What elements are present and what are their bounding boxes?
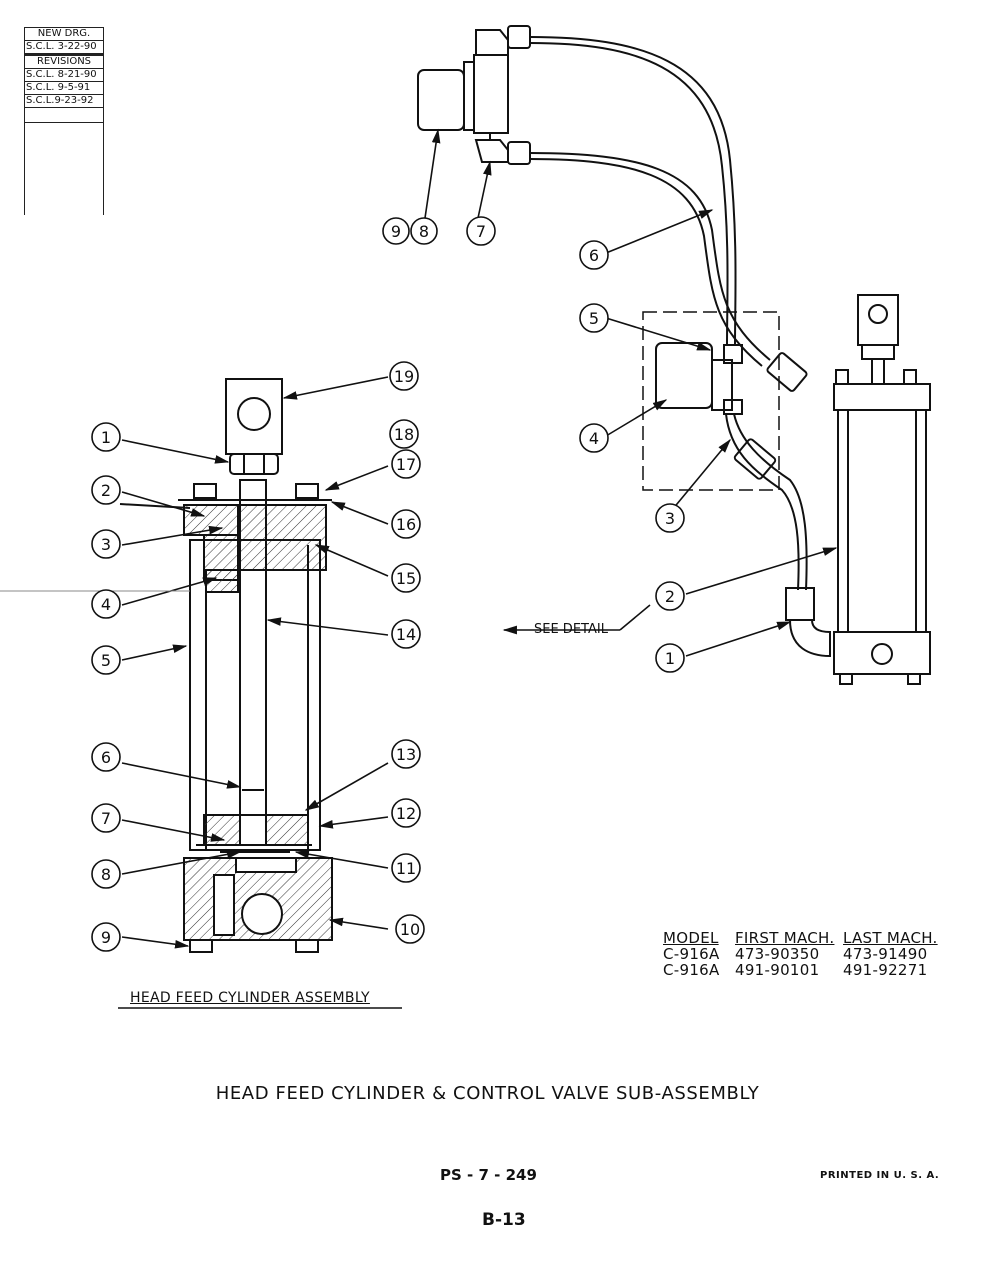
callout-9: 9: [391, 222, 401, 241]
callout-3: 3: [665, 509, 675, 528]
cell-last-mach: 473-91490: [843, 945, 928, 963]
callout-13: 13: [396, 745, 416, 764]
callout-9: 9: [101, 928, 111, 947]
printed-note: PRINTED IN U. S. A.: [820, 1170, 940, 1181]
callout-1: 1: [101, 428, 111, 447]
callout-17: 17: [396, 455, 416, 474]
callout-15: 15: [396, 569, 416, 588]
new-drawing-label: NEW DRG.: [25, 27, 103, 41]
revision-entry: S.C.L.9-23-92: [25, 95, 103, 108]
page-code: PS - 7 - 249: [440, 1166, 537, 1184]
cell-first-mach: 491-90101: [735, 961, 820, 979]
main-title: HEAD FEED CYLINDER & CONTROL VALVE SUB-A…: [215, 1083, 760, 1104]
revision-entry: S.C.L. 8-21-90: [25, 69, 103, 82]
header-last-mach: LAST MACH.: [843, 929, 938, 947]
assembly-subtitle: HEAD FEED CYLINDER ASSEMBLY: [130, 990, 370, 1006]
callout-18: 18: [394, 425, 414, 444]
model-table: MODEL FIRST MACH. LAST MACH. C-916A 473-…: [663, 930, 943, 978]
model-table-row: C-916A 491-90101 491-92271: [663, 962, 943, 978]
header-model: MODEL: [663, 929, 719, 947]
callout-7: 7: [476, 222, 486, 241]
callout-10: 10: [400, 920, 420, 939]
new-drawing-entry: S.C.L. 3-22-90: [25, 41, 103, 56]
callout-6: 6: [589, 246, 599, 265]
cell-model: C-916A: [663, 961, 720, 979]
model-table-header: MODEL FIRST MACH. LAST MACH.: [663, 930, 943, 946]
callout-8: 8: [101, 865, 111, 884]
callout-8: 8: [419, 222, 429, 241]
head-feed-cylinder-section: [119, 378, 333, 953]
callout-4: 4: [589, 429, 599, 448]
callout-11: 11: [396, 859, 416, 878]
callout-5: 5: [101, 651, 111, 670]
revisions-label: REVISIONS: [25, 56, 103, 69]
cell-last-mach: 491-92271: [843, 961, 928, 979]
callout-19: 19: [394, 367, 414, 386]
see-detail-label: SEE DETAIL: [534, 622, 608, 637]
callout-2: 2: [665, 587, 675, 606]
control-valve-section: [417, 25, 931, 685]
revision-entry: S.C.L. 9-5-91: [25, 82, 103, 95]
callout-4: 4: [101, 595, 111, 614]
cell-model: C-916A: [663, 945, 720, 963]
callout-6: 6: [101, 748, 111, 767]
callout-2: 2: [101, 481, 111, 500]
callout-16: 16: [396, 515, 416, 534]
revision-block: NEW DRG. S.C.L. 3-22-90 REVISIONS S.C.L.…: [24, 27, 104, 215]
cell-first-mach: 473-90350: [735, 945, 820, 963]
callout-14: 14: [396, 625, 416, 644]
callout-1: 1: [665, 649, 675, 668]
page-label: B-13: [482, 1210, 526, 1230]
callout-7: 7: [101, 809, 111, 828]
callout-12: 12: [396, 804, 416, 823]
callout-3: 3: [101, 535, 111, 554]
revision-blank: [25, 108, 103, 123]
model-table-row: C-916A 473-90350 473-91490: [663, 946, 943, 962]
callout-5: 5: [589, 309, 599, 328]
header-first-mach: FIRST MACH.: [735, 929, 835, 947]
